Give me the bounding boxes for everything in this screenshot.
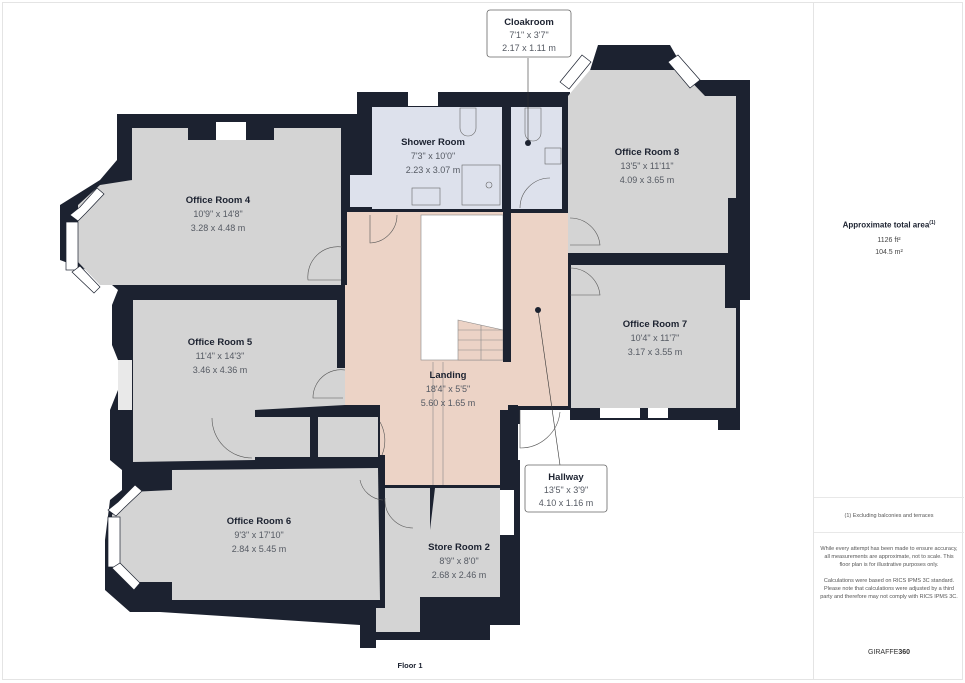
svg-text:Office Room 7: Office Room 7 — [623, 319, 687, 330]
room-office-7 — [571, 265, 736, 418]
shower-tray-icon — [461, 164, 501, 206]
area-title: Approximate total area(1) — [842, 220, 936, 230]
room-office-6 — [107, 468, 380, 600]
room-label-shower: Shower Room 7'3" x 10'0" 2.23 x 3.07 m — [401, 137, 465, 175]
svg-text:Office Room 6: Office Room 6 — [227, 516, 291, 527]
svg-text:2.17 x 1.11 m: 2.17 x 1.11 m — [502, 43, 556, 53]
svg-text:7'3" x 10'0": 7'3" x 10'0" — [411, 151, 455, 161]
svg-text:7'1" x 3'7": 7'1" x 3'7" — [509, 30, 548, 40]
svg-text:3.17 x 3.55 m: 3.17 x 3.55 m — [628, 347, 683, 357]
basin-icon — [544, 147, 562, 165]
svg-text:2.84 x 5.45 m: 2.84 x 5.45 m — [232, 544, 287, 554]
room-label-office-4: Office Room 4 10'9" x 14'8" 3.28 x 4.48 … — [186, 195, 251, 233]
disclaimer-accuracy: While every attempt has been made to ens… — [820, 546, 958, 568]
svg-text:Office Room 5: Office Room 5 — [188, 337, 253, 348]
brand-logo: GIRAFFE360 — [867, 649, 911, 656]
area-footnote: (1) Excluding balconies and terraces — [814, 497, 964, 533]
door-swings — [211, 177, 601, 529]
svg-text:5.60 x 1.65 m: 5.60 x 1.65 m — [421, 398, 476, 408]
svg-text:8'9" x 8'0": 8'9" x 8'0" — [439, 556, 478, 566]
room-office-4 — [65, 122, 341, 294]
svg-text:4.10 x 1.16 m: 4.10 x 1.16 m — [539, 498, 594, 508]
toilet-icon — [524, 107, 542, 142]
room-hallway — [518, 424, 568, 460]
svg-text:2.23 x 3.07 m: 2.23 x 3.07 m — [406, 165, 461, 175]
room-label-office-7: Office Room 7 10'4" x 11'7" 3.17 x 3.55 … — [623, 319, 687, 357]
svg-text:9'3" x 17'10": 9'3" x 17'10" — [234, 530, 283, 540]
toilet-icon — [459, 107, 477, 137]
svg-text:Office Room 8: Office Room 8 — [615, 147, 679, 158]
floor-label: Floor 1 — [397, 661, 423, 670]
svg-text:13'5" x 3'9": 13'5" x 3'9" — [544, 485, 588, 495]
room-label-office-8: Office Room 8 13'5" x 11'11" 4.09 x 3.65… — [615, 147, 679, 185]
svg-text:10'4" x 11'7": 10'4" x 11'7" — [631, 333, 680, 343]
basin-icon — [411, 187, 441, 206]
svg-text:3.46 x 4.36 m: 3.46 x 4.36 m — [193, 365, 248, 375]
room-landing — [345, 212, 568, 485]
room-label-office-5: Office Room 5 11'4" x 14'3" 3.46 x 4.36 … — [188, 337, 253, 375]
svg-text:10'9" x 14'8": 10'9" x 14'8" — [193, 209, 242, 219]
svg-text:13'5" x 11'11": 13'5" x 11'11" — [620, 161, 673, 171]
svg-text:Office Room 4: Office Room 4 — [186, 195, 251, 206]
room-office-8 — [559, 54, 736, 253]
svg-text:Shower Room: Shower Room — [401, 137, 465, 148]
svg-text:2.68 x 2.46 m: 2.68 x 2.46 m — [432, 570, 487, 580]
fixtures — [411, 107, 562, 206]
total-area-panel: Approximate total area(1) 1126 ft² 104.5… — [814, 2, 964, 497]
room-store-2 — [376, 488, 514, 632]
svg-text:Store Room 2: Store Room 2 — [428, 542, 490, 553]
floor-plan: Cloakroom 7'1" x 3'7" 2.17 x 1.11 m Hall… — [60, 9, 750, 648]
cloakroom-callout: Cloakroom 7'1" x 3'7" 2.17 x 1.11 m — [486, 9, 572, 146]
svg-text:3.28 x 4.48 m: 3.28 x 4.48 m — [191, 223, 246, 233]
svg-text:18'4" x 5'5": 18'4" x 5'5" — [426, 384, 470, 394]
room-label-store-2: Store Room 2 8'9" x 8'0" 2.68 x 2.46 m — [428, 542, 490, 580]
disclaimer-rics: Calculations were based on RICS IPMS 3C … — [820, 578, 958, 600]
svg-text:4.09 x 3.65 m: 4.09 x 3.65 m — [620, 175, 675, 185]
room-label-office-6: Office Room 6 9'3" x 17'10" 2.84 x 5.45 … — [227, 516, 291, 554]
room-name-cloakroom: Cloakroom — [504, 17, 554, 28]
info-sidebar: Approximate total area(1) 1126 ft² 104.5… — [813, 2, 964, 680]
area-m: 104.5 m² — [875, 248, 903, 256]
hallway-callout: Hallway 13'5" x 3'9" 4.10 x 1.16 m — [524, 307, 608, 513]
disclaimer: While every attempt has been made to ens… — [820, 545, 958, 609]
room-label-landing: Landing 18'4" x 5'5" 5.60 x 1.65 m — [421, 370, 476, 408]
room-name-hallway: Hallway — [548, 472, 584, 483]
room-office-5 — [118, 300, 378, 462]
svg-text:11'4" x 14'3": 11'4" x 14'3" — [196, 351, 245, 361]
svg-text:Landing: Landing — [430, 370, 467, 381]
area-ft: 1126 ft² — [877, 236, 901, 244]
